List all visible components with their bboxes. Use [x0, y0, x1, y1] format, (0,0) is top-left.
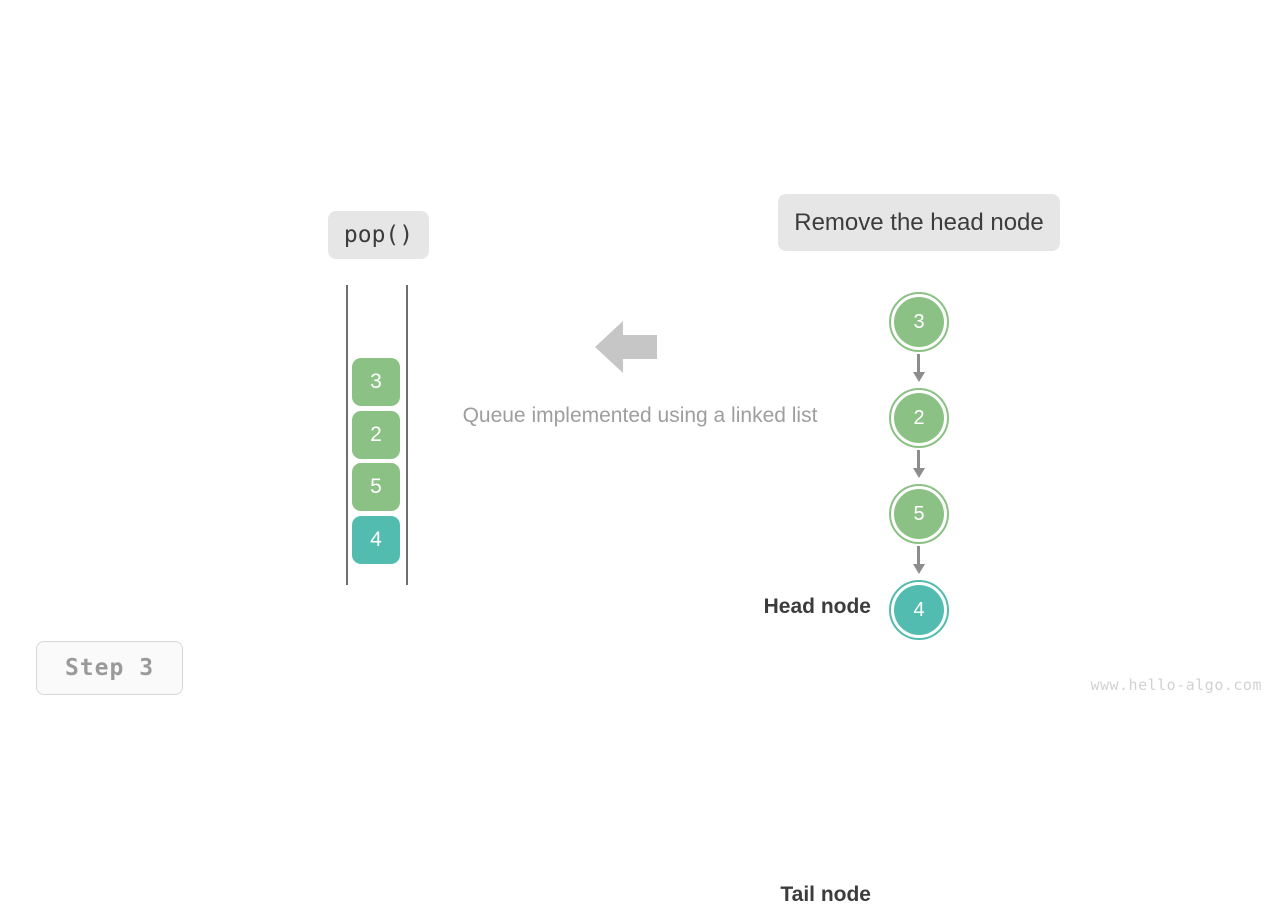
list-node-value: 5: [894, 489, 944, 539]
stack-cell: 4: [352, 516, 400, 564]
stack-cell: 5: [352, 463, 400, 511]
stack-rail-right: [406, 285, 408, 585]
list-node: 2: [889, 388, 949, 448]
action-chip: Remove the head node: [778, 194, 1060, 251]
list-node: 3: [889, 292, 949, 352]
list-node: 4: [889, 580, 949, 640]
arrow-left-icon: [595, 321, 657, 373]
arrow-down-icon: [913, 546, 925, 574]
arrow-down-icon: [913, 354, 925, 382]
tail-node-label: Tail node: [780, 883, 871, 906]
stack-rail-left: [346, 285, 348, 585]
queue-stack: 3 2 5 4: [345, 285, 409, 585]
linked-list: Head node Tail node 3 2 5 4: [700, 285, 1000, 906]
stack-cell: 3: [352, 358, 400, 406]
list-node: 5: [889, 484, 949, 544]
arrow-down-icon: [913, 450, 925, 478]
head-node-label: Head node: [763, 595, 871, 618]
step-badge: Step 3: [36, 641, 183, 695]
diagram-caption: Queue implemented using a linked list: [462, 404, 818, 427]
list-node-value: 4: [894, 585, 944, 635]
watermark: www.hello-algo.com: [1090, 676, 1262, 694]
list-node-value: 3: [894, 297, 944, 347]
operation-chip: pop(): [328, 211, 429, 259]
stack-cell: 2: [352, 411, 400, 459]
list-node-value: 2: [894, 393, 944, 443]
